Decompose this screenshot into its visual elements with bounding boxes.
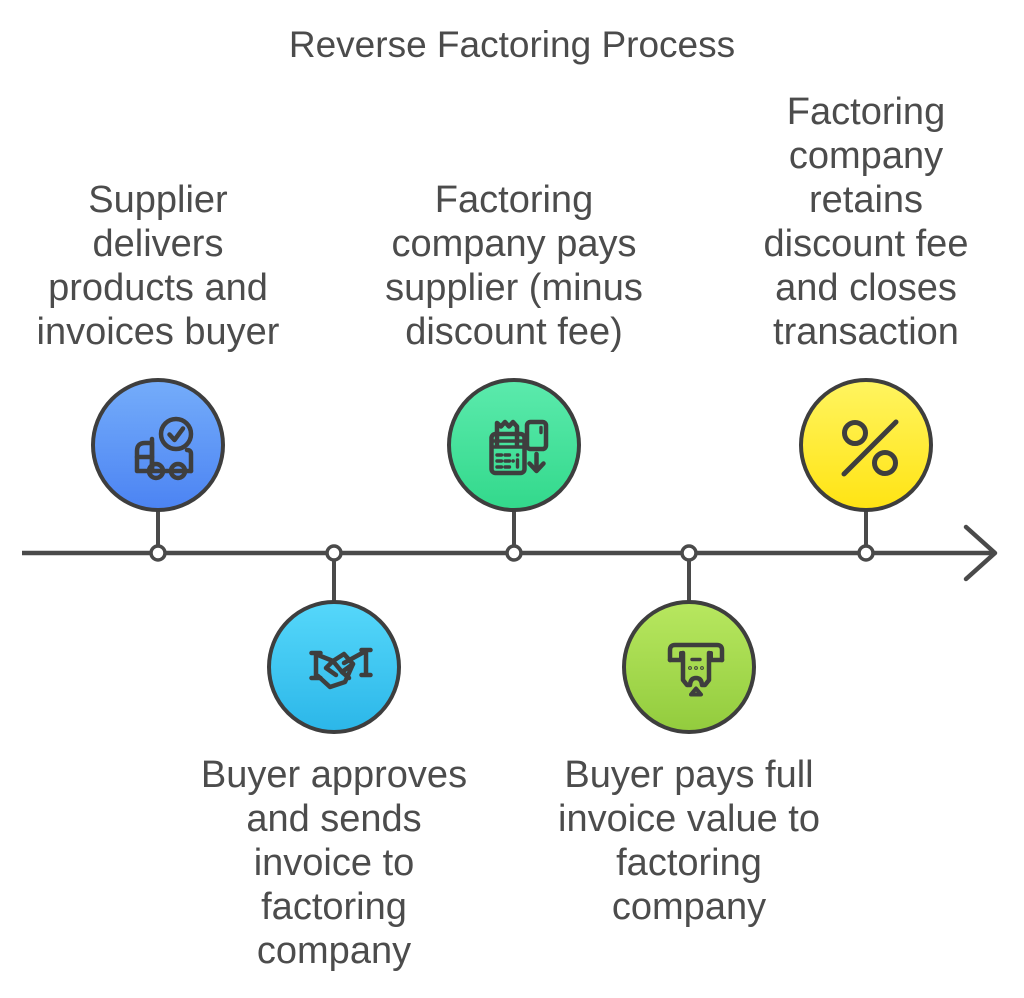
step-4-circle (622, 600, 756, 734)
timeline-dot-4 (680, 544, 698, 562)
handshake-icon (309, 647, 373, 690)
step-3-label: Factoring company pays supplier (minus d… (385, 179, 643, 353)
step-3-circle (447, 378, 581, 512)
timeline-dot-5 (857, 544, 875, 562)
timeline-dot-2 (325, 544, 343, 562)
step-1-circle (91, 378, 225, 512)
timeline-dot-3 (505, 544, 523, 562)
step-2-circle (267, 600, 401, 734)
timeline-dot-1 (149, 544, 167, 562)
step-2-label: Buyer approves and sends invoice to fact… (200, 754, 468, 972)
delivery-truck-check-icon (134, 416, 194, 481)
atm-cash-payment-icon (667, 642, 725, 697)
timeline-arrowhead-icon (963, 524, 998, 582)
step-4-label: Buyer pays full invoice value to factori… (558, 754, 820, 928)
step-5-circle (799, 378, 933, 512)
percent-discount-icon (841, 419, 899, 477)
step-1-label: Supplier delivers products and invoices … (36, 179, 280, 353)
step-5-label: Factoring company retains discount fee a… (763, 91, 969, 353)
receipt-terminal-card-icon (489, 419, 549, 476)
page-title: Reverse Factoring Process (288, 24, 736, 65)
